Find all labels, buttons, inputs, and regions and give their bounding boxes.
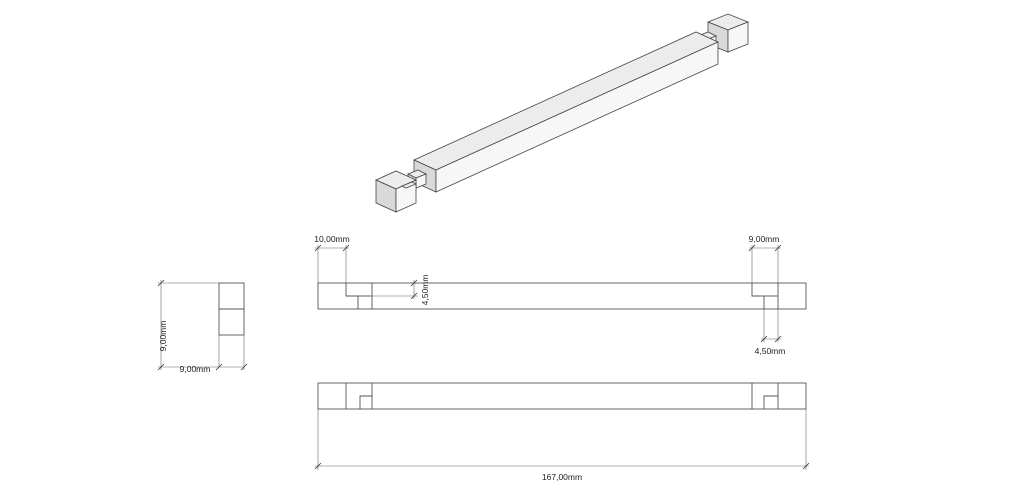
right-slot-width-label: 9,00mm [749,234,780,244]
iso-long-bar [413,31,719,193]
iso-left-cube [375,170,417,213]
overall-length-label: 167,00mm [542,472,582,482]
left-slot-depth-label: 4,50mm [420,275,430,306]
width-dimension-label: 9,00mm [180,364,211,374]
front-view: 10,00mm 4,50mm 9,00mm 4,50mm [314,234,807,356]
height-dimension-label: 9,00mm [158,321,168,352]
end-view-top-square [218,282,245,310]
bottom-view-outline [317,382,807,410]
bottom-left-slot-outline [359,383,373,409]
right-slot-depth-label: 4,50mm [755,346,786,356]
end-view-bottom-square [218,308,245,336]
bottom-right-slot-outline [763,383,779,409]
left-slot-width-label: 10,00mm [314,234,349,244]
end-view: 9,00mm 9,00mm [157,279,248,374]
bottom-view: 167,00mm [314,382,810,482]
right-slot-outline [751,283,765,309]
left-slot-outline [345,283,359,309]
isometric-view [375,13,750,213]
front-view-outline [317,282,807,310]
